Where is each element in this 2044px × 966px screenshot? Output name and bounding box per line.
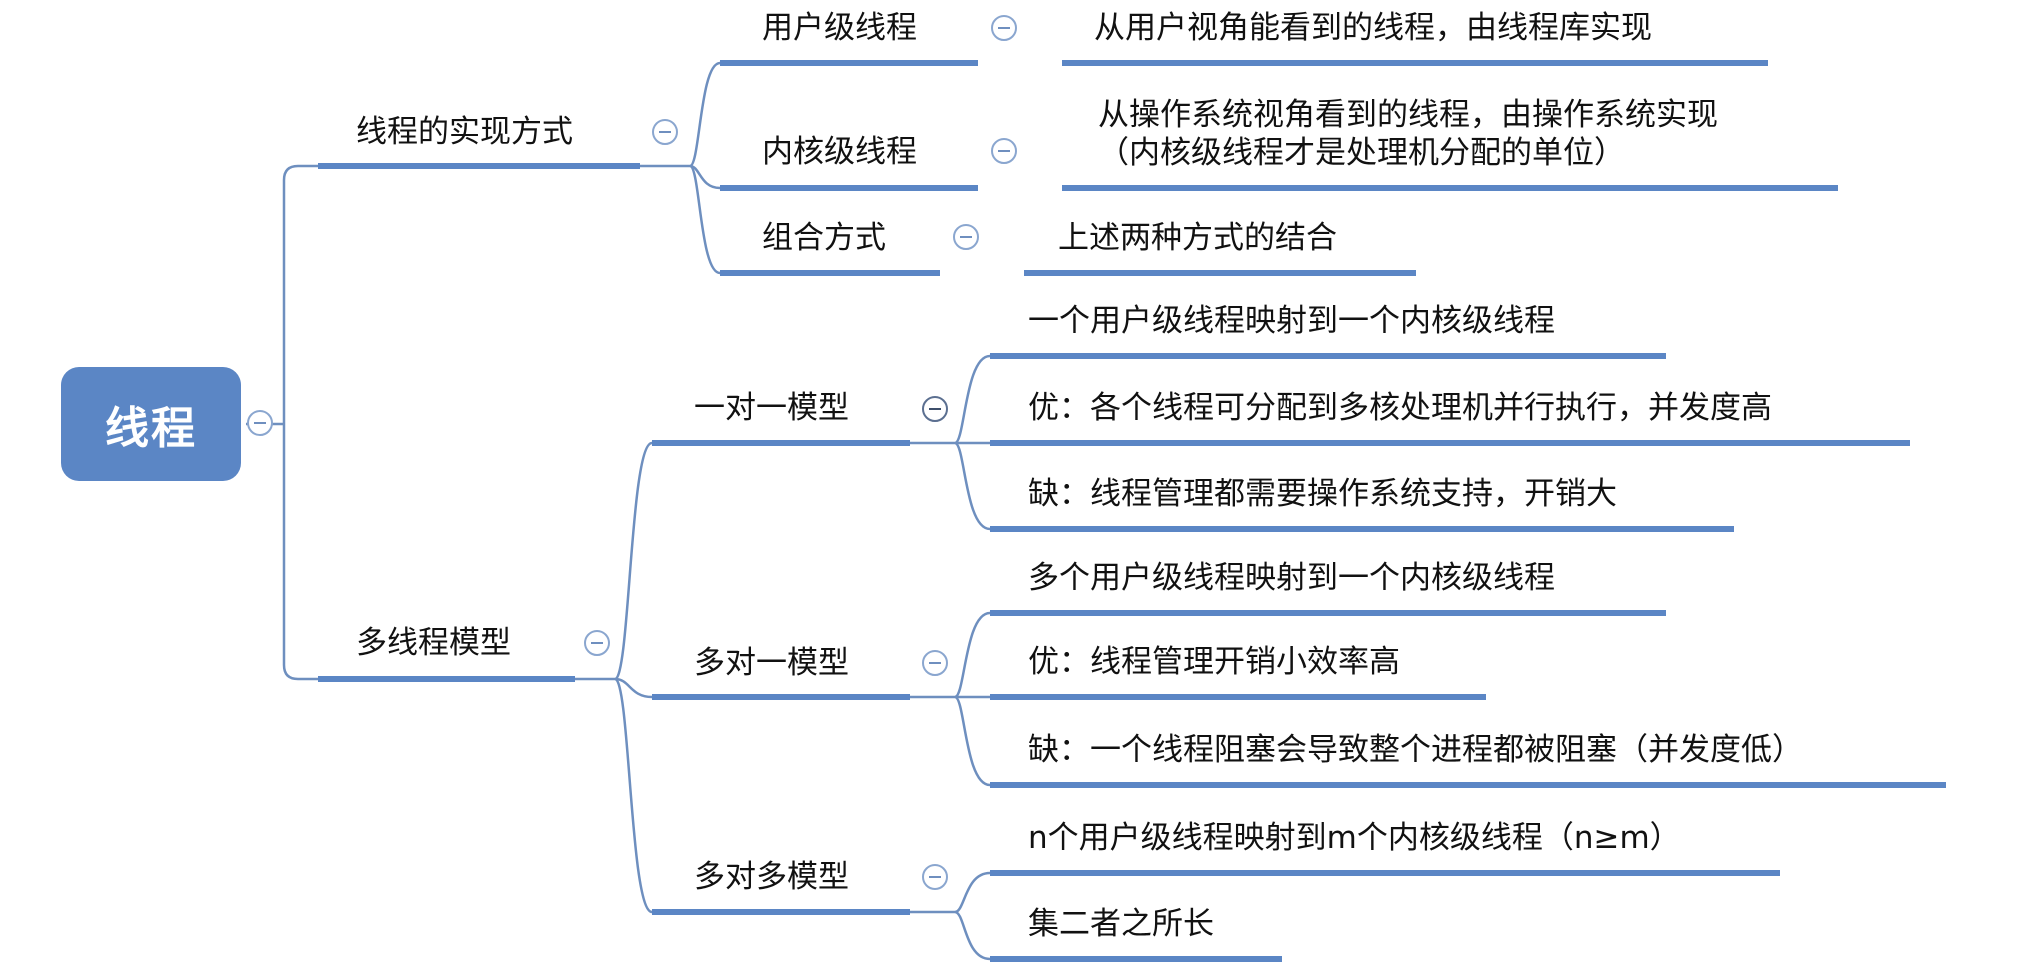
root-node[interactable]: 线程	[61, 367, 241, 481]
connector-models-2	[614, 677, 653, 699]
underline-kernel-thread-detail	[1062, 185, 1838, 191]
connector-impl-1	[688, 61, 721, 168]
underline-many-to-many	[652, 909, 910, 915]
node-combined[interactable]: 组合方式	[762, 220, 886, 256]
node-m2-pro[interactable]: 优：线程管理开销小效率高	[1028, 644, 1400, 680]
underline-many-to-one	[652, 694, 910, 700]
node-many-to-many[interactable]: 多对多模型	[694, 859, 849, 895]
node-user-thread-detail[interactable]: 从用户视角能看到的线程，由线程库实现	[1094, 10, 1652, 46]
underline-combined	[720, 270, 940, 276]
collapse-icon[interactable]	[652, 119, 678, 145]
underline-m1-a	[990, 353, 1666, 359]
collapse-icon[interactable]	[247, 410, 273, 436]
underline-user-thread	[720, 60, 978, 66]
node-kernel-thread-detail-line2[interactable]: （内核级线程才是处理机分配的单位）	[1098, 135, 1625, 171]
connector-m2-c	[954, 695, 991, 787]
node-kernel-thread-detail-line1[interactable]: 从操作系统视角看到的线程，由操作系统实现	[1098, 97, 1718, 133]
underline-m2-c	[990, 782, 1946, 788]
connector-impl-3	[688, 164, 721, 275]
connector-m2-a	[953, 611, 991, 699]
node-m1-con[interactable]: 缺：线程管理都需要操作系统支持，开销大	[1028, 476, 1617, 512]
node-m1-desc[interactable]: 一个用户级线程映射到一个内核级线程	[1028, 303, 1555, 339]
node-m1-pro[interactable]: 优：各个线程可分配到多核处理机并行执行，并发度高	[1028, 390, 1772, 426]
node-m2-desc[interactable]: 多个用户级线程映射到一个内核级线程	[1028, 560, 1555, 596]
node-user-thread[interactable]: 用户级线程	[762, 10, 917, 46]
node-combined-detail[interactable]: 上述两种方式的结合	[1058, 220, 1337, 256]
connectors	[246, 61, 991, 961]
underline-m2-a	[990, 610, 1666, 616]
connector-root-down	[282, 424, 318, 681]
node-one-to-one[interactable]: 一对一模型	[694, 390, 849, 426]
node-models[interactable]: 多线程模型	[356, 625, 511, 661]
collapse-icon[interactable]	[584, 630, 610, 656]
underline-models	[318, 676, 575, 682]
node-m3-pro[interactable]: 集二者之所长	[1028, 906, 1214, 942]
underline-m2-b	[990, 694, 1486, 700]
connector-root-up	[282, 164, 318, 424]
collapse-icon[interactable]	[922, 864, 948, 890]
connector-m1-c	[953, 441, 991, 531]
underline-m1-c	[990, 526, 1734, 532]
collapse-icon[interactable]	[953, 224, 979, 250]
collapse-icon[interactable]	[991, 138, 1017, 164]
underline-kernel-thread	[720, 185, 978, 191]
node-kernel-thread[interactable]: 内核级线程	[762, 134, 917, 170]
collapse-icon[interactable]	[991, 15, 1017, 41]
underline-implementation	[318, 163, 640, 169]
connector-models-1	[613, 441, 653, 681]
underline-m1-b	[990, 440, 1910, 446]
collapse-icon[interactable]	[922, 650, 948, 676]
underline-m3-a	[990, 870, 1780, 876]
connector-models-3	[613, 677, 653, 914]
connector-m1-a	[954, 354, 991, 445]
node-m3-desc[interactable]: n个用户级线程映射到m个内核级线程（n≥m）	[1028, 820, 1681, 856]
node-m2-con[interactable]: 缺：一个线程阻塞会导致整个进程都被阻塞（并发度低）	[1028, 732, 1803, 768]
connector-m3-a	[954, 871, 991, 914]
node-many-to-one[interactable]: 多对一模型	[694, 645, 849, 681]
underline-user-thread-detail	[1062, 60, 1768, 66]
connector-m3-b	[954, 910, 991, 961]
underlines	[318, 60, 1946, 962]
node-implementation[interactable]: 线程的实现方式	[356, 114, 573, 150]
collapse-icon[interactable]	[922, 396, 948, 422]
underline-m3-b	[990, 956, 1282, 962]
underline-one-to-one	[652, 440, 910, 446]
underline-combined-detail	[1024, 270, 1416, 276]
